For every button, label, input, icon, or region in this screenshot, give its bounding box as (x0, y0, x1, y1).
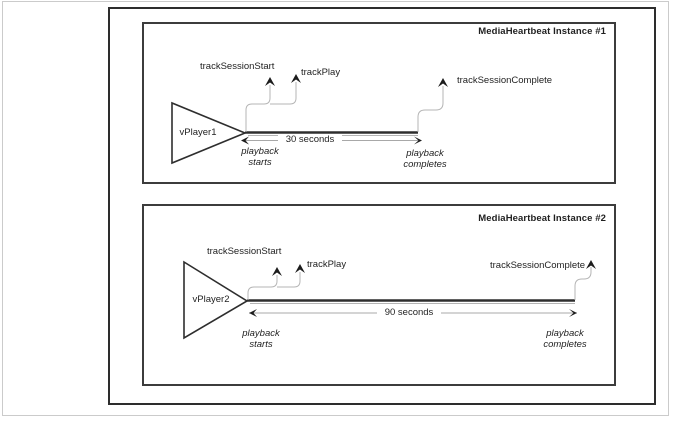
play-up-arrowhead-icon (295, 264, 305, 273)
playback-starts-label: playback starts (230, 146, 290, 168)
playback-completes-label: playback completes (395, 148, 455, 170)
session-start-up-arrowhead-icon (265, 77, 275, 86)
panel-instance-1: MediaHeartbeat Instance #1 vPlayer1 trac… (142, 22, 616, 184)
session-complete-connector-line (417, 86, 444, 132)
session-complete-connector-line (574, 267, 592, 300)
play-connector-line (277, 272, 301, 288)
event-label-session-complete: trackSessionComplete (490, 260, 586, 271)
player-label: vPlayer2 (192, 294, 230, 305)
player-label: vPlayer1 (179, 127, 217, 138)
panel-instance-2: MediaHeartbeat Instance #2 vPlayer2 trac… (142, 204, 616, 386)
playback-starts-line1: playback (241, 146, 279, 157)
panel-title: MediaHeartbeat Instance #2 (478, 213, 606, 224)
right-arrowhead-icon (414, 136, 422, 145)
event-label-play: trackPlay (301, 67, 341, 78)
event-label-play: trackPlay (307, 259, 347, 270)
event-label-session-start: trackSessionStart (200, 61, 275, 72)
playback-completes-line1: playback (406, 148, 444, 159)
session-start-connector-line (245, 85, 271, 132)
playback-starts-line1: playback (242, 328, 280, 339)
playback-completes-line2: completes (403, 158, 447, 170)
video-player-triangle-icon (183, 260, 249, 340)
session-start-connector-line (247, 275, 278, 300)
playback-starts-label: playback starts (231, 328, 291, 350)
playback-completes-label: playback completes (535, 328, 595, 350)
duration-label: 90 seconds (377, 307, 441, 318)
duration-label: 30 seconds (278, 134, 342, 145)
event-label-session-start: trackSessionStart (207, 246, 282, 257)
event-label-session-complete: trackSessionComplete (457, 75, 553, 86)
session-complete-up-arrowhead-icon (586, 260, 596, 269)
session-start-up-arrowhead-icon (272, 267, 282, 276)
video-player-triangle-icon (171, 101, 248, 165)
session-complete-up-arrowhead-icon (438, 78, 448, 87)
play-connector-line (270, 82, 297, 105)
timeline-graphic-1 (171, 74, 448, 165)
left-arrowhead-icon (249, 309, 257, 317)
play-up-arrowhead-icon (291, 74, 301, 83)
left-arrowhead-icon (241, 136, 249, 145)
right-arrowhead-icon (569, 309, 577, 317)
playback-starts-line2: starts (248, 156, 272, 168)
panel-title: MediaHeartbeat Instance #1 (478, 26, 606, 37)
playback-completes-line2: completes (543, 338, 587, 350)
playback-completes-line1: playback (546, 328, 584, 339)
image-border (2, 1, 669, 416)
playback-starts-line2: starts (249, 338, 273, 350)
